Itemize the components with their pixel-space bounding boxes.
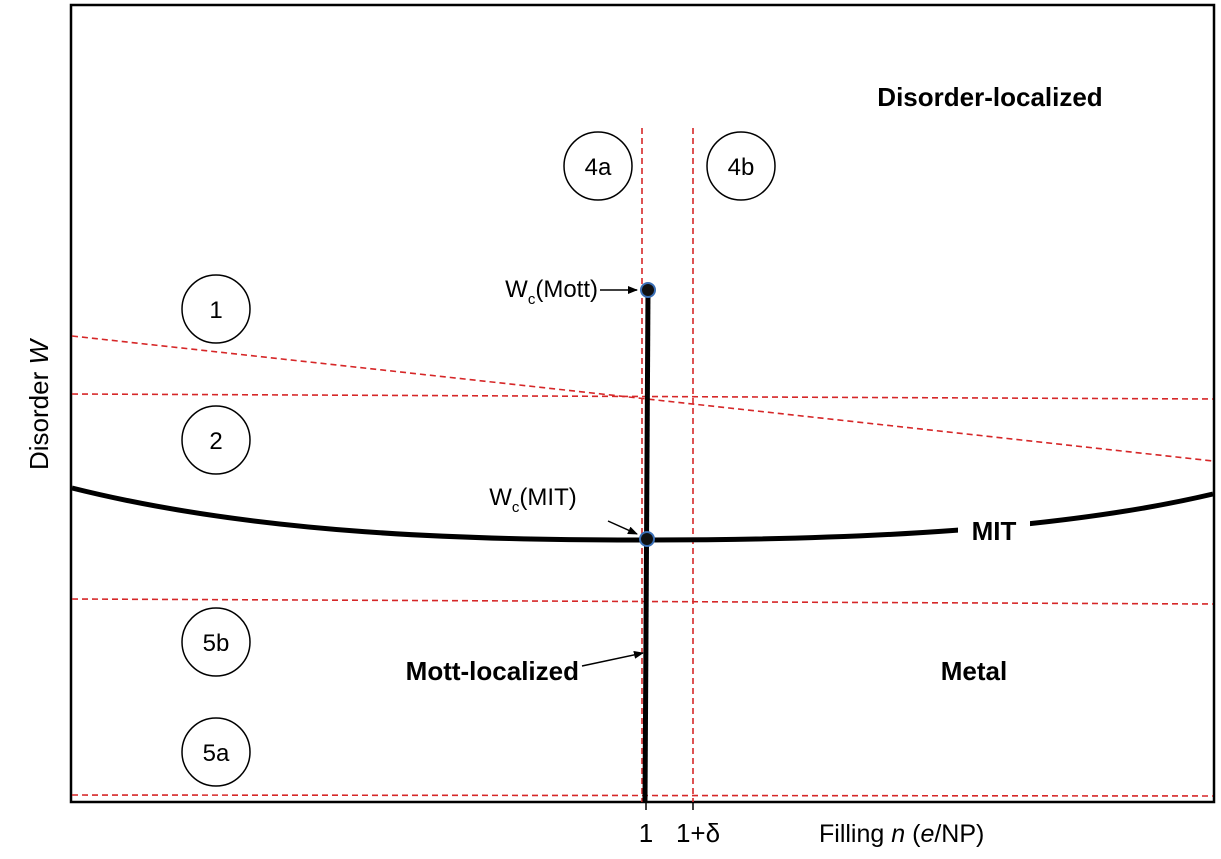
circle-label-5a: 5a: [203, 740, 230, 767]
region-mott-localized: Mott-localized: [406, 656, 579, 686]
circle-5a: [181, 717, 251, 787]
circle-label-4b: 4b: [728, 154, 755, 181]
circle-4a: [563, 131, 633, 201]
circle-5b: [181, 607, 251, 677]
mit-label-background: [958, 514, 1030, 546]
circle-label-2: 2: [209, 428, 222, 455]
guide-line-5b: [71, 598, 1214, 605]
guide-line-2: [71, 393, 1214, 400]
circle-label-4a: 4a: [585, 154, 612, 181]
x-axis-label: Filling n (e/NP): [819, 820, 984, 848]
wc-mott-label: Wc(Mott): [505, 276, 598, 308]
wc-mit-arrow: [607, 520, 638, 535]
circle-4b: [706, 131, 776, 201]
circle-label-1: 1: [209, 297, 222, 324]
tick-label-1-plus-delta: 1+δ: [676, 818, 720, 848]
guide-line-1: [71, 335, 1214, 462]
y-axis-label: Disorder W: [24, 338, 54, 470]
region-metal: Metal: [941, 656, 1007, 686]
circle-1: [181, 274, 251, 344]
tick-label-1: 1: [639, 818, 653, 848]
wc-mott-point: [640, 282, 656, 298]
region-disorder-localized: Disorder-localized: [877, 82, 1102, 112]
mott-localized-arrow: [581, 650, 644, 667]
wc-mit-point: [639, 531, 655, 547]
circle-label-5b: 5b: [203, 630, 230, 657]
region-mit-label: MIT: [972, 516, 1017, 546]
wc-mit-label: Wc(MIT): [489, 484, 576, 516]
circle-2: [181, 405, 251, 475]
guide-line-5a: [71, 794, 1214, 797]
